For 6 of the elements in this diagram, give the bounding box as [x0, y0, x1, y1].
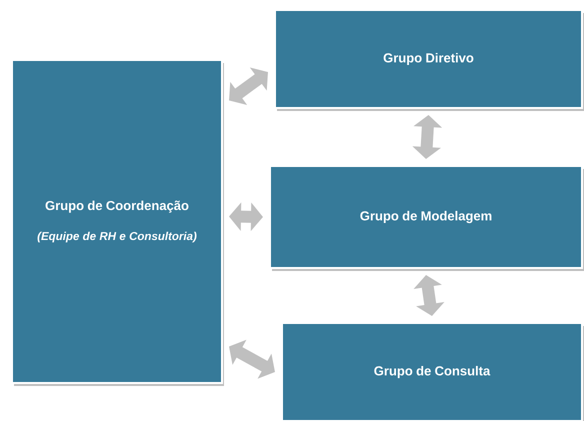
group-box: Grupo de Consulta — [281, 322, 584, 421]
group-box: Grupo de Modelagem — [269, 165, 584, 271]
group-box: Grupo de Coordenação (Equipe de RH e Consultoria) — [11, 59, 224, 386]
double-arrow — [414, 275, 444, 316]
double-arrow — [229, 68, 268, 105]
group-box: Grupo Diretivo — [274, 9, 584, 111]
